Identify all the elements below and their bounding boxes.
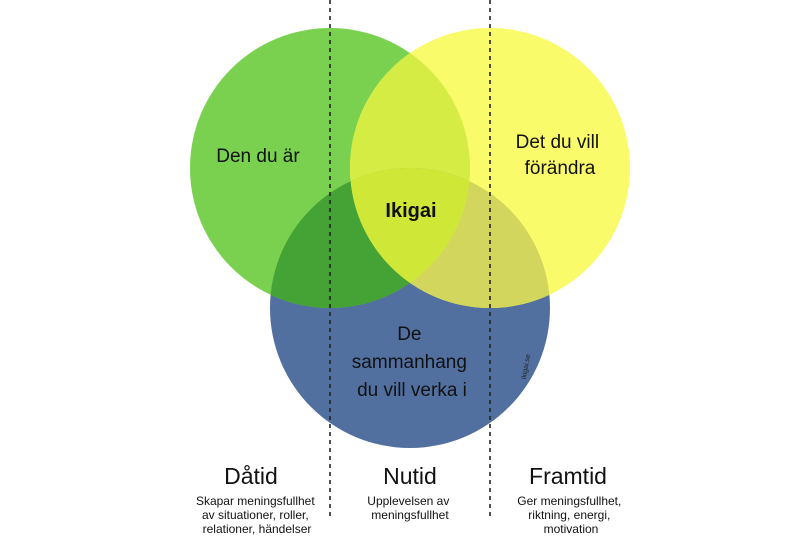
- era-desc-future: Ger meningsfullhet, riktning, energi, mo…: [517, 494, 624, 536]
- yellow-circle-label: Det du vill förändra: [516, 132, 605, 179]
- era-title-present: Nutid: [383, 463, 437, 489]
- era-title-past: Dåtid: [224, 463, 278, 489]
- watermark-text: ikigai.se: [521, 354, 532, 380]
- yellow-blue-overlap: [350, 168, 550, 308]
- era-desc-past: Skapar meningsfullhet av situationer, ro…: [196, 494, 318, 536]
- blue-circle-label: De sammanhang du vill verka i: [352, 324, 472, 401]
- era-title-future: Framtid: [529, 463, 607, 489]
- era-desc-present: Upplevelsen av meningsfullhet: [367, 494, 452, 522]
- green-circle-label: Den du är: [216, 146, 300, 167]
- green-blue-overlap: [270, 168, 470, 308]
- ikigai-center-label: Ikigai: [385, 200, 436, 222]
